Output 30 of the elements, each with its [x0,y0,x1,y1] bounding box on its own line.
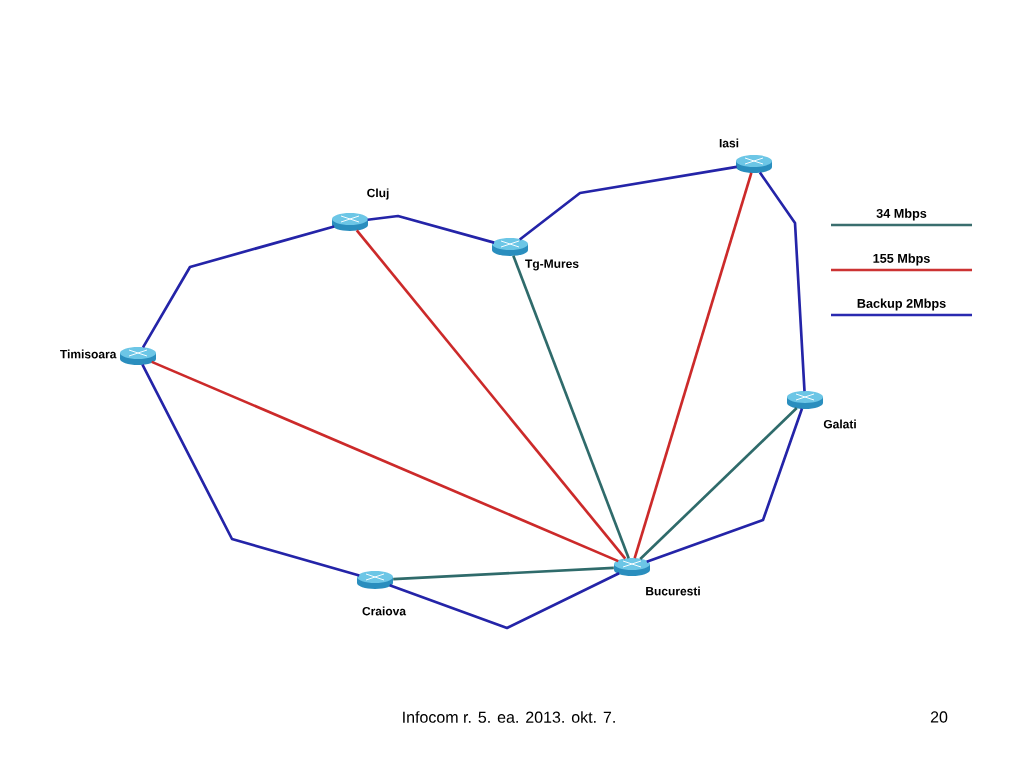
legend-label: 155 Mbps [873,253,930,266]
city-label: Bucuresti [646,586,700,596]
footer-text: Infocom r. 5. ea. 2013. okt. 7. [403,711,615,723]
network-link [141,364,360,577]
network-link [633,172,753,559]
network-link [367,214,495,244]
router-icon [787,391,823,409]
network-link [151,360,619,563]
network-link [141,225,335,349]
router-icon [357,571,393,589]
router-icon [736,155,772,173]
network-link [758,171,806,392]
page-number: 20 [930,711,948,723]
router-icon [614,558,650,576]
city-label: Timisoara [60,349,117,359]
router-icon [120,347,156,365]
router-icon [492,238,528,256]
legend-label: Backup 2Mbps [857,298,946,311]
network-link [355,229,627,560]
city-label: Galati [823,419,856,429]
router-icon [332,213,368,231]
network-link [389,572,620,630]
city-label: Iasi [719,138,739,148]
network-link [512,255,630,559]
legend-label: 34 Mbps [876,208,927,221]
network-link [518,165,737,241]
network-link [393,566,614,581]
city-label: Tg-Mures [525,259,579,271]
city-label: Craiova [362,606,407,616]
city-label: Cluj [367,188,389,200]
